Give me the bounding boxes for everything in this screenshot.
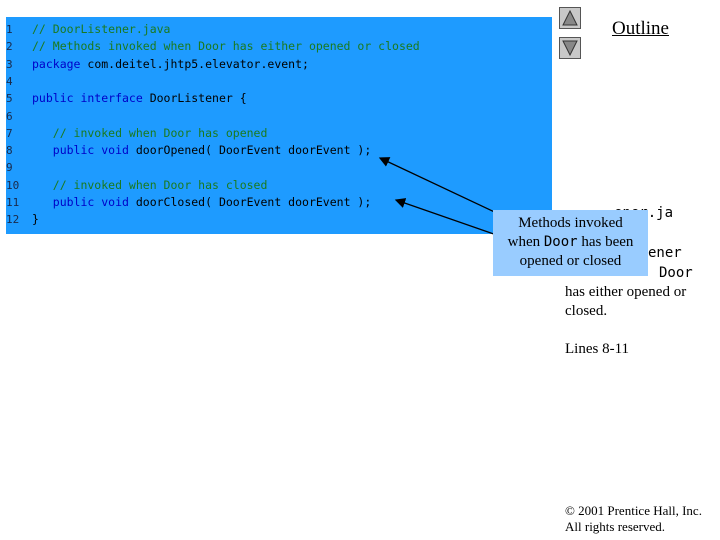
code-keyword: package — [32, 56, 88, 71]
line-number: 5 — [6, 92, 13, 106]
line-number: 11 — [6, 196, 20, 209]
line-number: 1 — [6, 23, 13, 36]
copyright: © 2001 Prentice Hall, Inc. All rights re… — [565, 503, 702, 535]
code-token: } — [32, 212, 39, 227]
line-number: 12 — [6, 213, 20, 227]
callout-box: Methods invoked when Door has been opene… — [493, 210, 648, 276]
code-keyword: public interface — [32, 91, 150, 106]
previous-slide-button[interactable] — [559, 7, 581, 29]
line-number: 7 — [6, 126, 13, 140]
line-number: 4 — [6, 74, 13, 88]
line-number: 6 — [6, 109, 13, 123]
outline-title[interactable]: Outline — [612, 18, 669, 39]
interface-name-fragment: ener — [648, 245, 682, 261]
callout-line-2: when Door has been — [493, 233, 648, 252]
code-text: public interface DoorListener { — [32, 90, 247, 107]
code-text: // invoked when Door has opened — [32, 125, 268, 142]
next-slide-button[interactable] — [559, 37, 581, 59]
line-number: 10 — [6, 178, 20, 192]
line-number: 9 — [6, 161, 13, 175]
code-keyword: public void — [32, 195, 136, 209]
code-text: // DoorListener.java — [32, 21, 170, 38]
code-text: } — [32, 211, 39, 228]
callout-line-1: Methods invoked — [518, 215, 623, 231]
copyright-line-2: All rights reserved. — [565, 519, 666, 534]
code-token: DoorListener { — [149, 91, 247, 106]
lines-label: Lines 8-11 — [565, 341, 630, 357]
line-number: 2 — [6, 40, 13, 54]
code-text: public void doorClosed( DoorEvent doorEv… — [32, 194, 372, 211]
callout-line-3: opened or closed — [519, 253, 622, 269]
copyright-line-1: © 2001 Prentice Hall, Inc. — [565, 503, 702, 518]
description-line-2: has either opened or — [565, 284, 687, 300]
code-text: // invoked when Door has closed — [32, 177, 268, 194]
triangle-down-icon — [562, 40, 578, 56]
code-text: public void doorOpened( DoorEvent doorEv… — [32, 142, 372, 159]
code-comment: // invoked when Door has opened — [32, 125, 268, 140]
code-token: com.deitel.jhtp5.elevator.event; — [87, 56, 309, 71]
callout-line-2-c: has been — [577, 234, 634, 250]
line-number: 8 — [6, 144, 13, 158]
code-keyword: public void — [32, 143, 136, 158]
code-text: package com.deitel.jhtp5.elevator.event; — [32, 56, 309, 73]
callout-line-2-a: when — [507, 234, 544, 250]
door-class-name: Door — [659, 265, 693, 281]
code-token: doorClosed( DoorEvent doorEvent ); — [135, 195, 372, 209]
code-comment: // DoorListener.java — [32, 22, 171, 36]
code-text: // Methods invoked when Door has either … — [32, 38, 420, 55]
code-comment: // invoked when Door has closed — [32, 177, 268, 192]
callout-door-class: Door — [543, 234, 578, 250]
description-line-3: closed. — [565, 303, 608, 319]
line-number: 3 — [6, 57, 13, 71]
code-panel: 1 // DoorListener.java 2 // Methods invoked… — [6, 17, 552, 234]
triangle-up-icon — [562, 10, 578, 26]
code-comment: // Methods invoked when Door has either … — [32, 39, 420, 54]
code-token: doorOpened( DoorEvent doorEvent ); — [135, 143, 372, 158]
